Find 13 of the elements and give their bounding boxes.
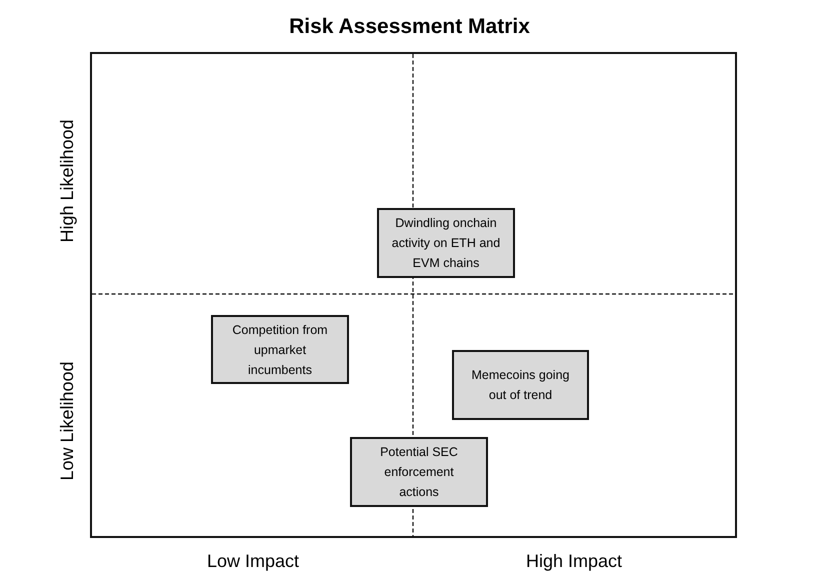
axis-label: High Likelihood — [56, 119, 78, 243]
axis-label: Low Impact — [206, 550, 300, 572]
risk-box — [211, 315, 349, 384]
chart-title: Risk Assessment Matrix — [288, 14, 531, 40]
axis-label: High Impact — [526, 550, 622, 572]
risk-box — [452, 350, 589, 420]
axis-label: Low Likelihood — [56, 361, 78, 481]
risk-text: Memecoins going out of trend — [470, 367, 570, 404]
risk-text: Competition from upmarket incumbents — [231, 322, 329, 378]
risk-text: Dwindling onchain activity on ETH and EVM chains — [390, 215, 502, 272]
risk-box — [377, 208, 515, 278]
risk-box — [350, 437, 488, 507]
risk-text: Potential SEC enforcement actions — [379, 444, 459, 501]
